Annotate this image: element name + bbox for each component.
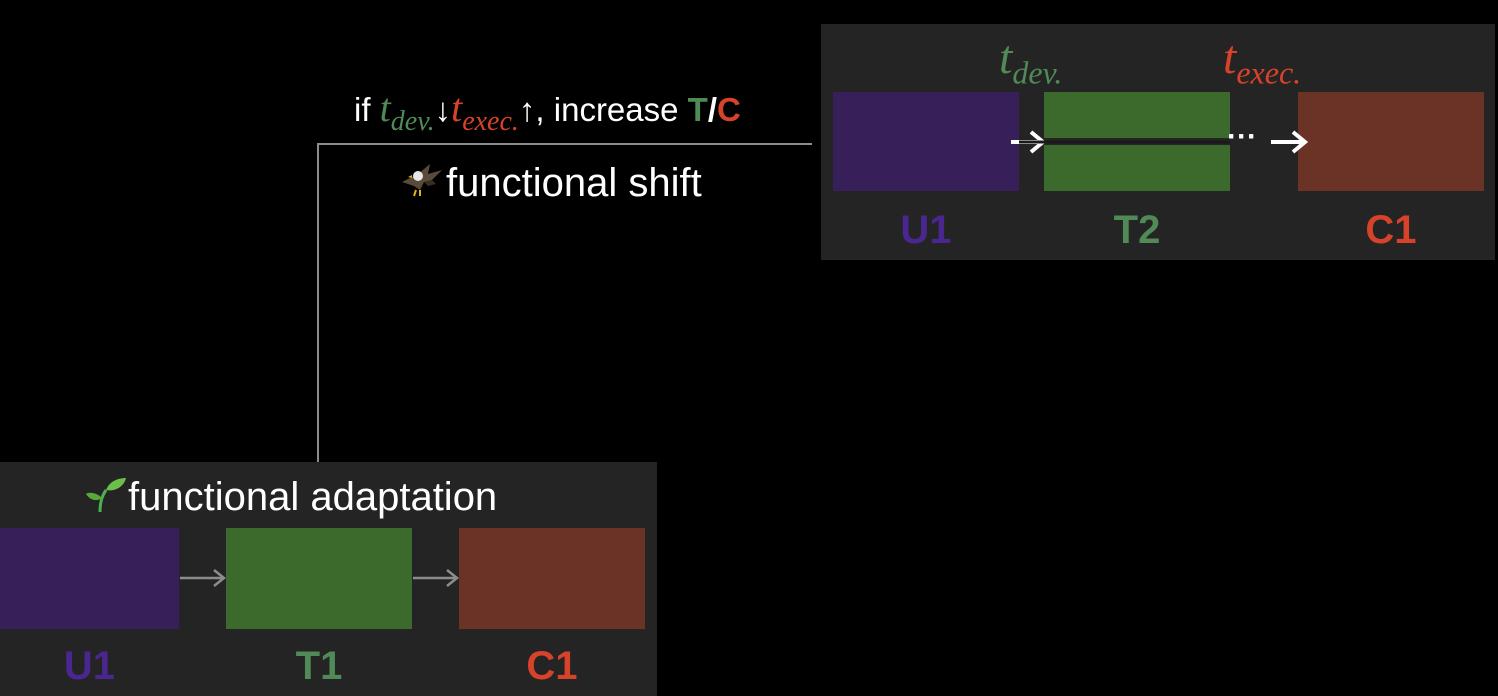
functional-shift-label: functional shift — [398, 158, 702, 208]
adapt-t1-label: T1 — [295, 644, 343, 688]
down-arrow-icon: ↓ — [434, 91, 452, 128]
adaptation-panel: functional adaptation U1 T1 C1 — [0, 462, 657, 696]
shift-c1-box — [1298, 92, 1484, 191]
adapt-arrows — [180, 569, 460, 587]
shift-u1-label: U1 — [900, 208, 952, 252]
t-exec-symbol: texec. — [451, 85, 519, 138]
adapt-arrow-u-to-t — [180, 569, 227, 587]
shift-t2-label: T2 — [1113, 208, 1161, 252]
shift-t-dev-label: tdev. — [999, 31, 1063, 91]
shift-c1-label: C1 — [1365, 208, 1417, 252]
adapt-c1-label: C1 — [526, 644, 578, 688]
condition-middle: , increase — [535, 91, 688, 128]
t-letter: T — [687, 91, 708, 128]
up-arrow-icon: ↑ — [518, 91, 536, 128]
connector-horizontal — [317, 143, 812, 145]
adapt-u1-label: U1 — [63, 644, 116, 688]
shift-t2-box-bottom — [1044, 145, 1230, 191]
t-dev-symbol: tdev. — [379, 85, 435, 138]
adapt-u1-box — [0, 528, 179, 629]
functional-adaptation-text: functional adaptation — [128, 475, 498, 519]
eagle-icon — [398, 160, 446, 200]
slash: / — [707, 91, 718, 128]
connector-vertical — [317, 143, 319, 463]
shift-arrow-t-to-c — [1271, 130, 1309, 154]
shift-arrows — [1011, 130, 1309, 154]
condition-label: if tdev.↓texec.↑, increase T/C — [354, 85, 741, 138]
functional-adaptation-label: functional adaptation — [84, 472, 497, 522]
shift-dots: ··· — [1227, 120, 1257, 153]
functional-shift-text: functional shift — [446, 161, 702, 205]
seedling-icon — [84, 474, 128, 514]
shift-panel: tdev. texec. U1 T2 C1 ··· — [821, 24, 1495, 260]
condition-prefix: if — [354, 91, 380, 128]
shift-t2-box-top — [1044, 92, 1230, 138]
c-letter: C — [717, 91, 741, 128]
shift-t-exec-label: texec. — [1223, 31, 1302, 91]
adapt-arrow-t-to-c — [413, 569, 460, 587]
adapt-t1-box — [226, 528, 412, 629]
shift-u1-box — [833, 92, 1019, 191]
adapt-c1-box — [459, 528, 645, 629]
